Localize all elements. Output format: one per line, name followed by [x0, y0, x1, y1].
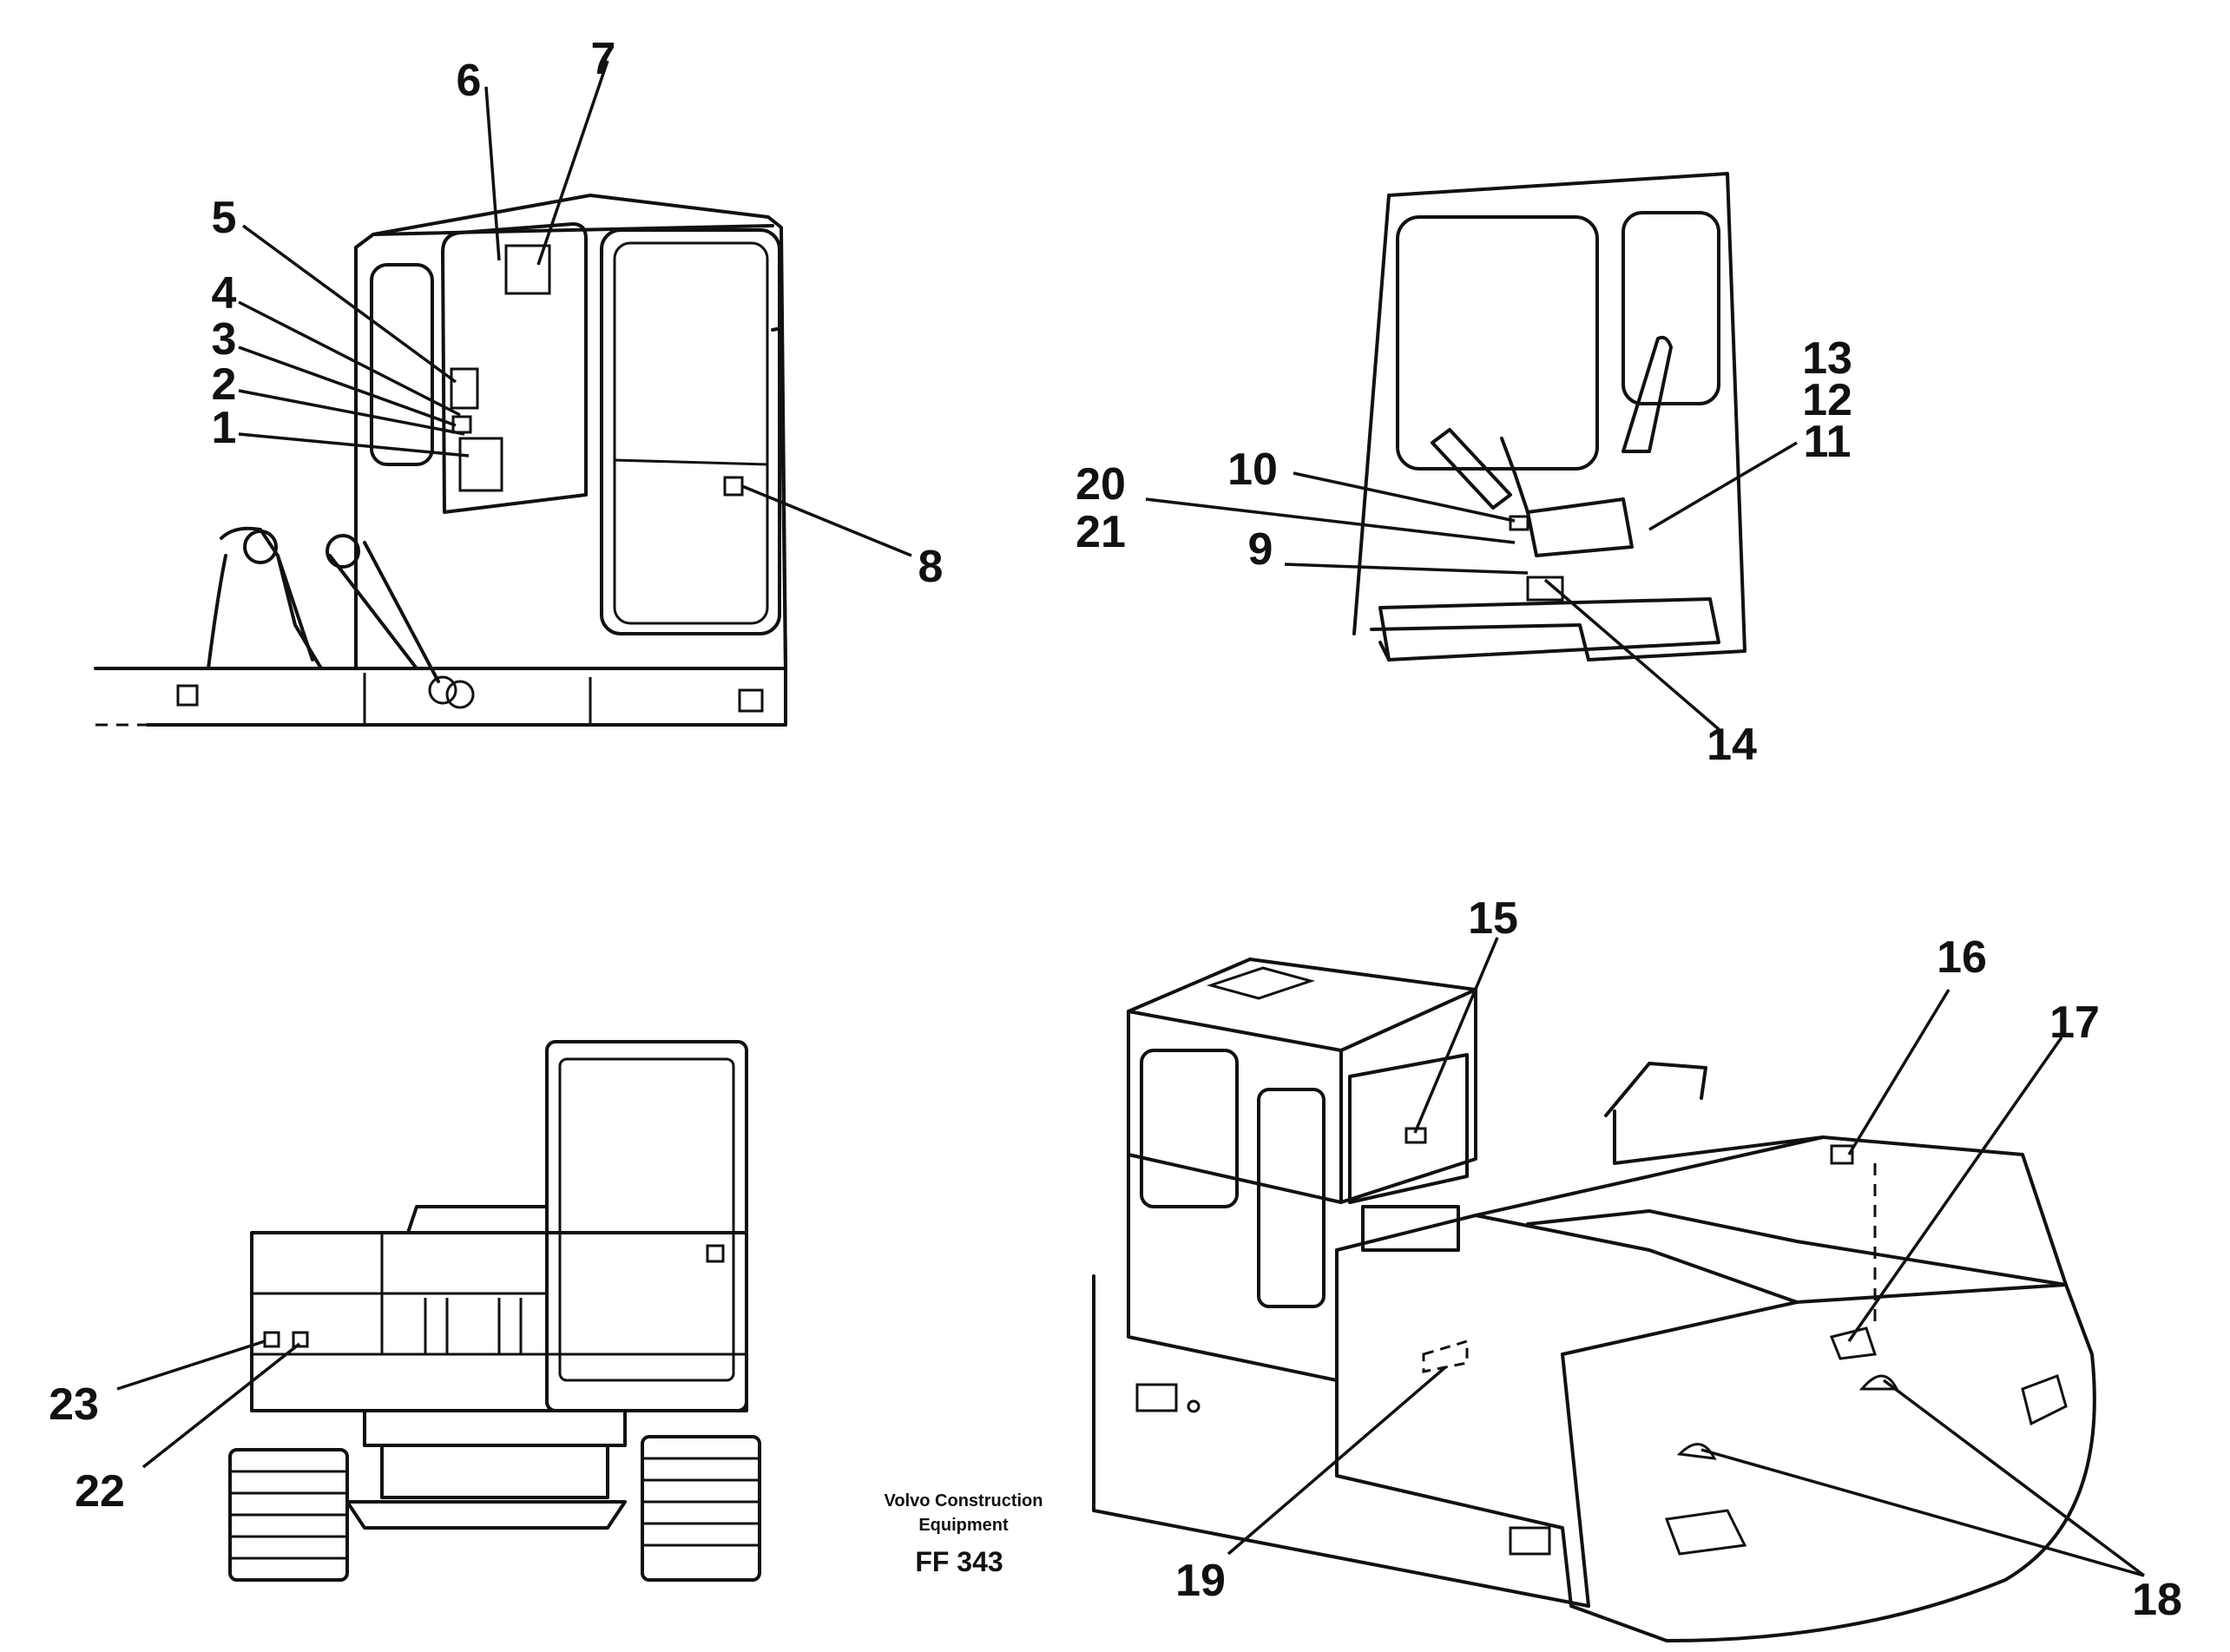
decal-23	[263, 1331, 280, 1348]
callout-4: 4	[212, 268, 237, 319]
callout-21: 21	[1076, 507, 1126, 557]
view-cab-side	[94, 194, 787, 727]
callout-6: 6	[457, 56, 482, 106]
callout-20: 20	[1076, 459, 1126, 510]
callout-2: 2	[212, 359, 237, 410]
callout-16: 16	[1937, 932, 1987, 983]
callout-19: 19	[1175, 1556, 1226, 1606]
decal-10	[1509, 515, 1529, 531]
view-machine	[1092, 958, 2096, 1642]
leaders-view-3	[116, 1339, 301, 1469]
callout-15: 15	[1468, 893, 1518, 944]
callout-17: 17	[2049, 997, 2100, 1048]
callout-22: 22	[75, 1466, 125, 1517]
callout-12: 12	[1802, 375, 1852, 425]
callout-10: 10	[1227, 444, 1278, 495]
callout-14: 14	[1707, 720, 1757, 770]
decal-16	[1830, 1144, 1854, 1165]
callout-11: 11	[1804, 417, 1852, 467]
callout-18: 18	[2132, 1575, 2182, 1625]
callout-8: 8	[918, 542, 944, 592]
credit-line-2: Equipment	[918, 1516, 1009, 1535]
callout-5: 5	[212, 193, 237, 243]
leaders-view-2	[1145, 441, 1798, 731]
decal-5	[450, 367, 479, 410]
leaders-view-1	[238, 60, 912, 557]
leaders-view-4	[1227, 937, 2146, 1577]
callout-7: 7	[591, 34, 616, 84]
view-rear	[228, 1040, 761, 1582]
view-cab-interior	[1352, 172, 1747, 661]
decal-1	[458, 437, 503, 492]
credit-code: FF 343	[915, 1546, 1003, 1577]
callout-13: 13	[1802, 333, 1852, 384]
callout-1: 1	[212, 403, 237, 453]
callout-labels: 6 7 5 4 3 2 1 8 13 12 11 10 20 21 9 14 2…	[49, 34, 2182, 1625]
decal-14	[1526, 576, 1564, 602]
decal-22	[292, 1331, 309, 1348]
credit-block: Volvo Construction Equipment FF 343	[885, 1491, 1043, 1577]
decal-6-7	[504, 244, 551, 295]
credit-line-1: Volvo Construction	[885, 1491, 1043, 1510]
callout-9: 9	[1248, 524, 1273, 575]
callout-3: 3	[212, 314, 237, 365]
decal-8	[723, 476, 744, 497]
callout-23: 23	[49, 1379, 99, 1430]
